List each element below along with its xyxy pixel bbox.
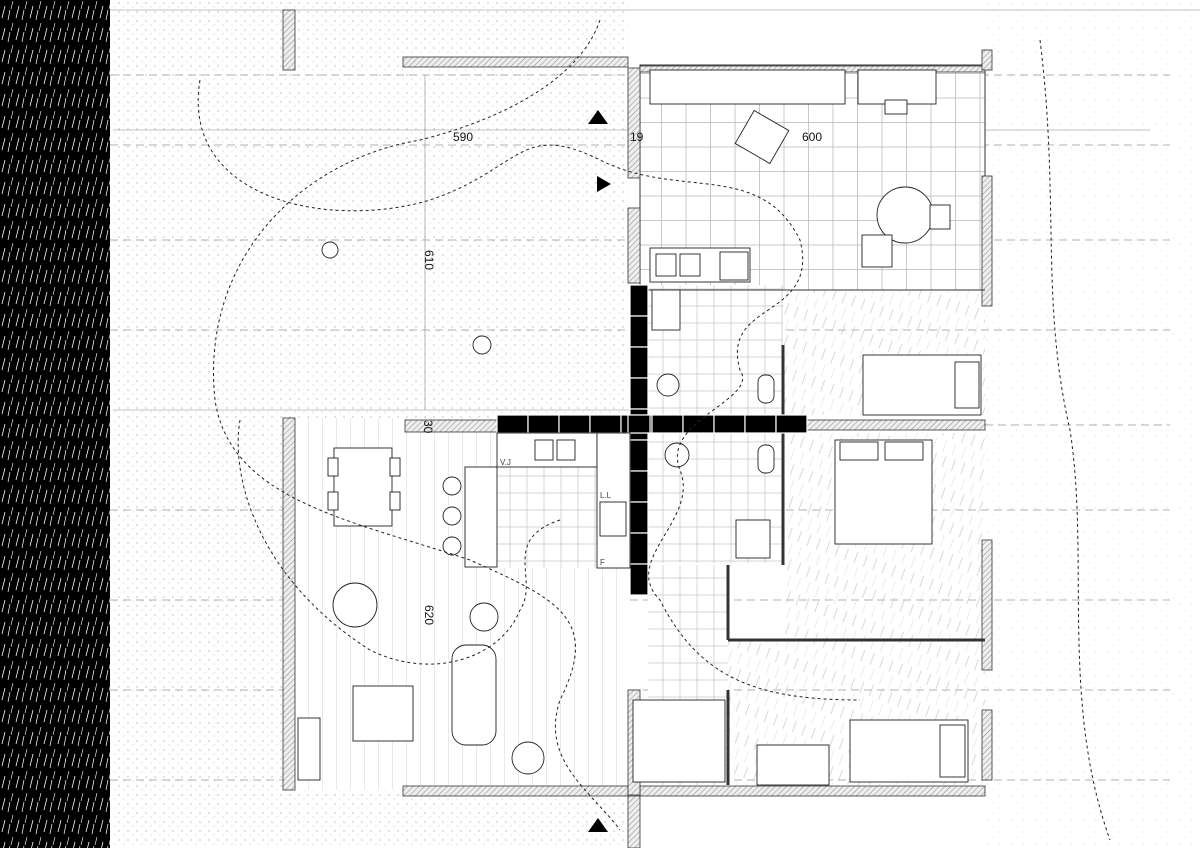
column-block	[629, 563, 649, 596]
desk-lower	[756, 744, 830, 786]
column-block	[629, 377, 649, 410]
child-figure	[472, 335, 492, 355]
bench	[297, 717, 321, 781]
furniture	[297, 69, 982, 786]
child-figure	[321, 241, 339, 259]
bean-bag	[332, 582, 378, 628]
play-mat	[352, 685, 414, 742]
label-washing-machine: L.L	[600, 491, 612, 500]
plant	[469, 602, 499, 632]
shelving	[632, 699, 726, 783]
circulation-paths	[197, 19, 1111, 841]
column-block	[629, 501, 649, 534]
column-block	[629, 315, 649, 348]
planting-strip	[0, 0, 110, 848]
label-dishwasher: V.J	[500, 458, 511, 467]
cooktop	[719, 251, 749, 281]
column-block	[629, 284, 649, 317]
cooktop-lower	[599, 501, 627, 537]
column-block	[629, 470, 649, 503]
toilet	[757, 374, 775, 404]
kitchen-island	[464, 466, 498, 568]
column-block	[744, 414, 777, 434]
dim-patio-depth: 610	[422, 250, 436, 270]
entry-arrow-icon	[597, 176, 611, 192]
dim-living-depth: 620	[422, 605, 436, 625]
column-block	[629, 439, 649, 472]
dining-table	[333, 447, 393, 527]
outdoor-strip-right	[985, 0, 1200, 848]
wardrobe	[649, 69, 846, 105]
dim-patio-width: 590	[453, 130, 473, 144]
dim-unit-width: 600	[802, 130, 822, 144]
column-block	[527, 414, 560, 434]
column-block	[589, 414, 622, 434]
entry-arrow-icon	[588, 818, 608, 832]
sink	[656, 373, 680, 397]
sofa	[451, 644, 497, 746]
chair	[861, 234, 893, 268]
armchair	[734, 109, 790, 165]
kitchen-counter-side	[596, 432, 631, 569]
dim-wall-upper: 19	[630, 130, 644, 144]
column-block	[713, 414, 746, 434]
column-block	[629, 346, 649, 379]
column-block	[775, 414, 808, 434]
column-block	[627, 414, 651, 434]
column-block	[629, 532, 649, 565]
column-block	[651, 414, 684, 434]
shower-lower	[735, 519, 771, 559]
toilet-lower	[757, 444, 775, 474]
entry-arrow-icon	[588, 110, 608, 124]
plant	[511, 741, 545, 775]
dim-wall-lower: 30	[421, 420, 435, 434]
column-block	[496, 414, 529, 434]
desk	[857, 69, 937, 105]
column-block	[682, 414, 715, 434]
chair	[884, 99, 908, 115]
column-block	[558, 414, 591, 434]
chair	[929, 204, 951, 230]
shower	[651, 289, 681, 331]
label-fridge: F	[600, 558, 605, 567]
